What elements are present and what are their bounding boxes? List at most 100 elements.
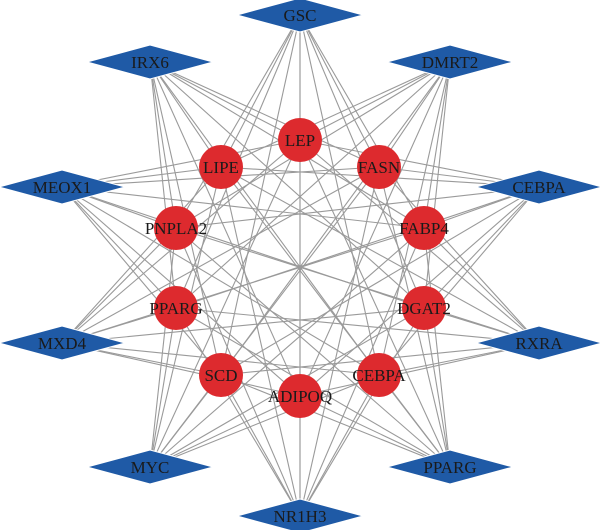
edge-rxra-adipoq: [299, 342, 540, 397]
gene-label: PNPLA2: [145, 219, 207, 238]
gene-node-cebpa[interactable]: CEBPA: [352, 353, 406, 397]
regulator-diamond: [385, 449, 515, 485]
regulator-label: PPARG: [423, 458, 476, 477]
regulator-node-rxra[interactable]: RXRA: [474, 325, 600, 361]
gene-circle: [278, 374, 322, 418]
edge-rxra-fasn: [378, 166, 540, 344]
edge-nr1h3-cebpa: [299, 374, 380, 517]
gene-node-pnpla2[interactable]: PNPLA2: [145, 206, 207, 250]
regulator-node-gsc[interactable]: GSC: [235, 0, 365, 33]
edge-meox1-fabp4: [61, 186, 425, 229]
edge-myc-pparg: [149, 307, 177, 468]
edge-gsc-cebpa: [299, 14, 380, 376]
regulator-node-cebpa_tf[interactable]: CEBPA: [474, 169, 600, 205]
gene-node-dgat2[interactable]: DGAT2: [397, 286, 451, 330]
edge-cebpa_tf-scd: [220, 186, 540, 376]
regulator-node-mxd4[interactable]: MXD4: [0, 325, 127, 361]
edge-meox1-scd: [61, 186, 222, 376]
edge-dmrt2-dgat2: [423, 61, 451, 309]
edge-nr1h3-dgat2: [299, 307, 425, 517]
edge-cebpa_tf-cebpa: [378, 186, 540, 376]
edge-irx6-fasn: [149, 61, 380, 168]
regulator-diamond: [85, 449, 215, 485]
edge-dmrt2-fabp4: [423, 61, 451, 229]
edge-pparg_tf-fabp4: [423, 227, 451, 468]
regulator-label: MEOX1: [33, 178, 92, 197]
edge-nr1h3-scd: [220, 374, 301, 517]
edge-pparg_tf-dgat2: [423, 307, 451, 468]
gene-label: FASN: [358, 158, 400, 177]
regulator-label: DMRT2: [422, 53, 479, 72]
regulator-diamond: [0, 169, 127, 205]
regulator-node-irx6[interactable]: IRX6: [85, 44, 215, 80]
gene-circle: [278, 118, 322, 162]
edge-layer: [61, 14, 540, 517]
gene-node-pparg[interactable]: PPARG: [149, 286, 203, 330]
gene-circle: [199, 145, 243, 189]
gene-label: CEBPA: [352, 366, 406, 385]
edge-pparg_tf-scd: [220, 374, 451, 468]
gene-circle: [357, 145, 401, 189]
edge-myc-cebpa: [149, 374, 380, 468]
gene-circle: [154, 206, 198, 250]
regulator-node-myc[interactable]: MYC: [85, 449, 215, 485]
edge-irx6-lep: [149, 61, 301, 141]
gene-circle: [199, 353, 243, 397]
gene-circle: [154, 286, 198, 330]
gene-label: LIPE: [203, 158, 239, 177]
gene-label: LEP: [285, 131, 315, 150]
regulator-diamond: [474, 169, 600, 205]
gene-label: ADIPOQ: [268, 387, 332, 406]
edge-mxd4-fabp4: [61, 227, 425, 344]
edge-irx6-adipoq: [149, 61, 301, 397]
edge-cebpa_tf-pnpla2: [175, 186, 540, 229]
edge-nr1h3-fasn: [299, 166, 380, 517]
regulator-diamond: [85, 44, 215, 80]
regulator-node-dmrt2[interactable]: DMRT2: [385, 44, 515, 80]
edge-dmrt2-lep: [299, 61, 451, 141]
gene-node-fasn[interactable]: FASN: [357, 145, 401, 189]
gene-label: DGAT2: [397, 299, 451, 318]
edge-rxra-pparg: [175, 307, 540, 344]
edge-mxd4-adipoq: [61, 342, 301, 397]
regulator-diamond: [0, 325, 127, 361]
regulator-node-pparg_tf[interactable]: PPARG: [385, 449, 515, 485]
edge-gsc-scd: [220, 14, 301, 376]
edge-rxra-fabp4: [423, 227, 540, 344]
edge-gsc-pnpla2: [175, 14, 301, 229]
edge-meox1-lep: [61, 139, 301, 188]
edge-dmrt2-lipe: [220, 61, 451, 168]
regulator-node-nr1h3[interactable]: NR1H3: [235, 498, 365, 530]
edge-nr1h3-pparg: [175, 307, 301, 517]
regulator-label: NR1H3: [274, 507, 327, 526]
edge-mxd4-dgat2: [61, 307, 425, 344]
regulator-label: GSC: [283, 6, 316, 25]
regulator-label: IRX6: [131, 53, 169, 72]
regulator-label: RXRA: [515, 334, 563, 353]
gene-label: FABP4: [399, 219, 449, 238]
gene-node-scd[interactable]: SCD: [199, 353, 243, 397]
edge-dmrt2-pparg: [175, 61, 451, 309]
regulator-diamond: [235, 0, 365, 33]
regulator-label: MXD4: [38, 334, 87, 353]
regulator-node-meox1[interactable]: MEOX1: [0, 169, 127, 205]
gene-node-lep[interactable]: LEP: [278, 118, 322, 162]
regulator-diamond: [235, 498, 365, 530]
gene-node-fabp4[interactable]: FABP4: [399, 206, 449, 250]
edge-gsc-fabp4: [299, 14, 425, 229]
gene-node-adipoq[interactable]: ADIPOQ: [268, 374, 332, 418]
edge-gsc-lipe: [220, 14, 301, 168]
regulator-diamond: [385, 44, 515, 80]
edge-myc-lep: [149, 139, 301, 468]
edge-meox1-cebpa: [61, 186, 380, 376]
gene-node-lipe[interactable]: LIPE: [199, 145, 243, 189]
edge-pparg_tf-pnpla2: [175, 227, 451, 468]
gene-circle: [357, 353, 401, 397]
edge-myc-pnpla2: [149, 227, 177, 468]
edge-irx6-pparg: [149, 61, 177, 309]
edge-cebpa_tf-dgat2: [423, 186, 540, 309]
edge-mxd4-pnpla2: [61, 227, 177, 344]
edge-pparg_tf-lep: [299, 139, 451, 468]
